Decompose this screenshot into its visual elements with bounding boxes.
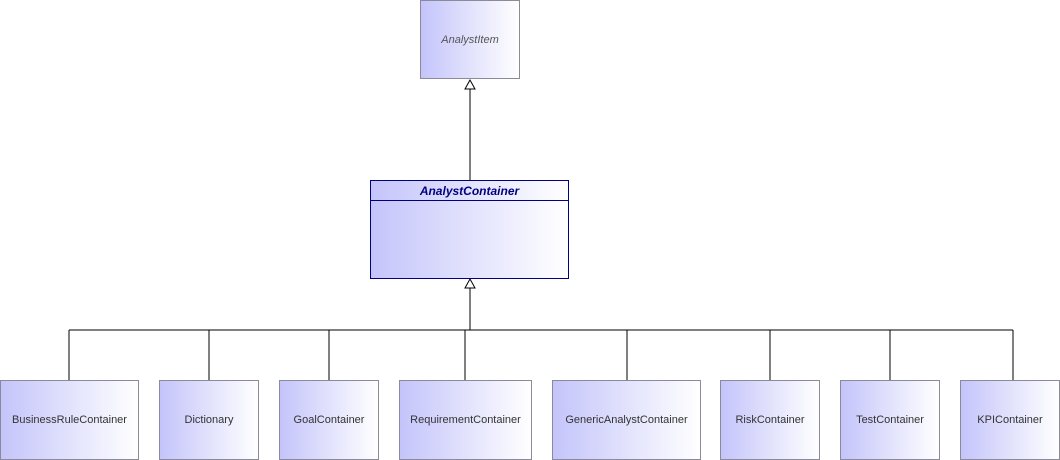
class-requirement-container[interactable]: RequirementContainer (399, 380, 532, 460)
class-label: AnalystContainer (419, 183, 520, 198)
class-business-rule-container[interactable]: BusinessRuleContainer (0, 380, 139, 460)
class-dictionary[interactable]: Dictionary (159, 380, 259, 460)
class-test-container[interactable]: TestContainer (840, 380, 940, 460)
class-label: Dictionary (184, 414, 234, 426)
class-analyst-item[interactable]: AnalystItem (420, 0, 520, 79)
class-generic-analyst-container[interactable]: GenericAnalystContainer (552, 380, 701, 460)
class-title: AnalystContainer (371, 181, 568, 201)
class-analyst-container[interactable]: AnalystContainer (370, 180, 569, 279)
class-label: GoalContainer (293, 414, 365, 426)
class-label: GenericAnalystContainer (565, 414, 688, 426)
class-label: AnalystItem (441, 33, 499, 46)
class-label: TestContainer (856, 414, 924, 426)
class-label: RiskContainer (735, 414, 805, 426)
generalization-arrowhead-top (464, 78, 476, 90)
generalization-arrowhead-container (464, 277, 476, 289)
class-label: BusinessRuleContainer (12, 414, 127, 426)
class-label: RequirementContainer (410, 414, 521, 426)
class-kpi-container[interactable]: KPIContainer (960, 380, 1060, 460)
class-goal-container[interactable]: GoalContainer (279, 380, 379, 460)
class-risk-container[interactable]: RiskContainer (720, 380, 820, 460)
class-label: KPIContainer (977, 414, 1043, 426)
